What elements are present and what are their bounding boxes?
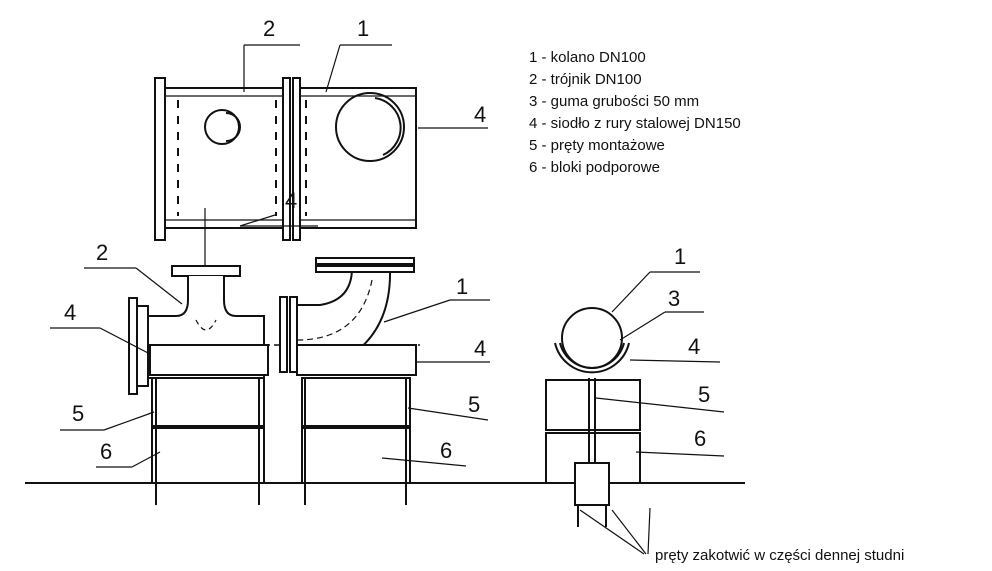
front-label-6-left: 6: [100, 439, 112, 464]
legend-item-6: 6 - bloki podporowe: [529, 159, 660, 176]
saddle-left: [149, 344, 269, 376]
block-left-upper: [151, 377, 265, 427]
anchor-note-text: pręty zakotwić w części dennej studni: [655, 547, 904, 564]
front-label-6-right: 6: [440, 438, 452, 463]
anchor-pocket: [574, 462, 610, 506]
elbow-body-plan: [299, 87, 417, 229]
side-label-3: 3: [668, 286, 680, 311]
flange-middle-a: [282, 77, 291, 241]
legend-item-1: 1 - kolano DN100: [529, 49, 646, 66]
side-saddle: [554, 342, 630, 374]
top-label-1: 1: [357, 16, 369, 41]
legend-item-5: 5 - pręty montażowe: [529, 137, 665, 154]
legend-item-4: 4 - siodło z rury stalowej DN150: [529, 115, 741, 132]
front-label-5-right: 5: [468, 392, 480, 417]
top-label-2: 2: [263, 16, 275, 41]
side-view: 1 3 4 5 6: [545, 244, 725, 506]
side-block-upper: [545, 379, 641, 431]
flange-left: [154, 77, 166, 241]
side-label-6: 6: [694, 426, 706, 451]
top-label-4-bottom: 4: [285, 188, 297, 213]
tee-top-flange: [171, 265, 241, 277]
saddle-right: [296, 344, 417, 376]
front-label-4-left: 4: [64, 300, 76, 325]
front-view: 2 4 1 4 5 5 6 6: [25, 208, 745, 505]
top-label-4-right: 4: [474, 102, 486, 127]
block-left-lower: [151, 427, 265, 484]
flange-middle-b: [292, 77, 301, 241]
rubber-pad: [559, 342, 625, 369]
flange-front-b: [289, 296, 298, 373]
block-right-lower: [301, 427, 411, 484]
elbow-outlet-circle: [335, 92, 405, 162]
side-label-1: 1: [674, 244, 686, 269]
tee-body-plan: [164, 87, 284, 229]
side-label-4: 4: [688, 334, 700, 359]
pipe-circle: [561, 307, 623, 369]
anchor-note: pręty zakotwić w części dennej studni: [577, 505, 904, 564]
side-label-5: 5: [698, 382, 710, 407]
front-label-5-left: 5: [72, 401, 84, 426]
flange-front-a: [279, 296, 288, 373]
front-label-4-right: 4: [474, 336, 486, 361]
legend: 1 - kolano DN100 2 - trójnik DN100 3 - g…: [529, 49, 741, 176]
top-view: 2 1 4 4: [154, 16, 488, 241]
front-label-1: 1: [456, 274, 468, 299]
legend-item-2: 2 - trójnik DN100: [529, 71, 642, 88]
legend-item-3: 3 - guma grubości 50 mm: [529, 93, 699, 110]
front-label-2: 2: [96, 240, 108, 265]
block-right-upper: [301, 377, 411, 427]
